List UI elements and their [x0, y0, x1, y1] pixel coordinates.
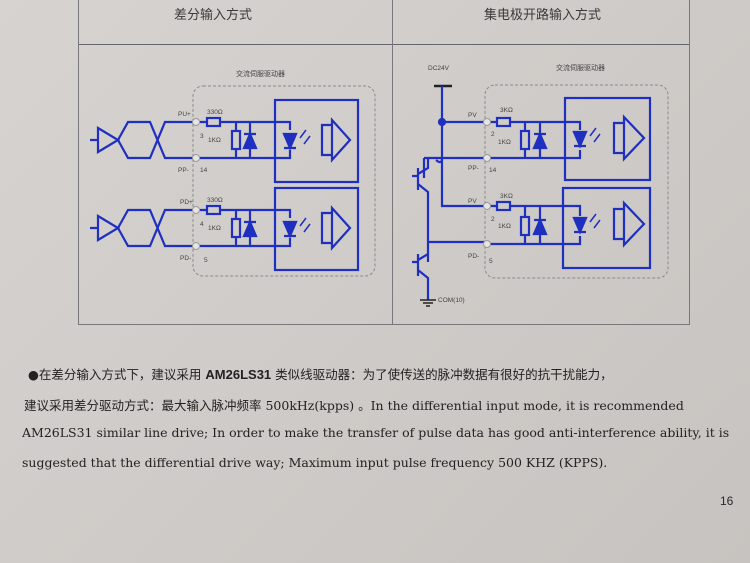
text-segment: 在差分输入方式下，建议采用 — [38, 367, 206, 382]
circuit-table: 差分输入方式 集电极开路输入方式 — [78, 0, 690, 325]
supply-label: DC24V — [428, 65, 450, 72]
text-segment: AM26LS31 — [205, 367, 272, 382]
pin-label: PP- — [178, 167, 189, 174]
line-driver-icon — [90, 208, 195, 248]
driver-dashed-box — [484, 84, 669, 279]
resistor-value: 330Ω — [207, 109, 223, 116]
channel-2 — [90, 186, 360, 272]
resistor-value: 1KΩ — [208, 137, 221, 144]
pin-number: 5 — [489, 258, 493, 265]
pin-number: 2 — [491, 131, 495, 138]
driver-label: 交流伺服驱动器 — [556, 63, 605, 72]
terminal — [483, 154, 491, 162]
com-label: COM(10) — [438, 297, 465, 304]
resistor-value: 1KΩ — [498, 139, 511, 146]
optocoupler-box — [273, 98, 360, 184]
terminal — [483, 202, 491, 210]
optocoupler-box — [563, 96, 652, 182]
resistor-icon — [205, 204, 222, 216]
led-icon — [282, 132, 298, 151]
receiver-icon — [320, 205, 352, 251]
junction-dot — [437, 117, 447, 127]
pin-label: PP- — [468, 165, 479, 172]
terminal — [483, 118, 491, 126]
paragraph-line-2: 建议采用差分驱动方式：最大输入脉冲频率 500kHz(kpps) 。In the… — [24, 398, 684, 413]
left-column-header: 差分输入方式 — [174, 8, 253, 23]
resistor-icon — [495, 200, 512, 212]
resistor-icon — [495, 116, 512, 128]
pin-label: PD+ — [180, 199, 193, 206]
pin-label: PD- — [180, 255, 191, 262]
terminal — [192, 206, 200, 214]
right-column-header: 集电极开路输入方式 — [484, 8, 602, 23]
bullet-icon: ● — [28, 367, 39, 382]
pin-number: 5 — [204, 257, 208, 264]
diode-icon — [242, 131, 258, 150]
led-icon — [572, 130, 588, 149]
header-divider — [79, 44, 689, 45]
pin-number: 14 — [489, 167, 497, 174]
pin-label: PV — [468, 198, 477, 205]
optocoupler-box — [273, 186, 360, 272]
resistor-icon — [205, 116, 222, 128]
diode-icon — [242, 219, 258, 238]
pin-number: 14 — [200, 167, 208, 174]
channel-1 — [90, 98, 360, 184]
text-segment: 类似线驱动器：为了使传送的脉冲数据有很好的抗干扰能力， — [271, 367, 613, 382]
resistor-value: 3KΩ — [500, 107, 513, 114]
optocoupler-box — [561, 186, 652, 270]
page-number: 16 — [720, 494, 734, 508]
paragraph-line-4: suggested that the differential drive wa… — [22, 455, 608, 470]
differential-circuit — [90, 85, 376, 277]
driver-dashed-box — [192, 85, 376, 277]
resistor-value: 3KΩ — [500, 193, 513, 200]
resistor-icon — [519, 129, 531, 151]
receiver-icon — [612, 114, 646, 162]
channel-2 — [490, 186, 652, 270]
diode-icon — [532, 131, 548, 150]
ground-icon — [420, 299, 436, 307]
terminal — [483, 240, 491, 248]
resistor-value: 1KΩ — [208, 225, 221, 232]
resistor-icon — [230, 129, 242, 151]
led-icon — [282, 220, 298, 239]
pin-number: 2 — [491, 216, 495, 223]
line-driver-icon — [90, 120, 195, 160]
terminal — [192, 118, 200, 126]
receiver-icon — [320, 117, 352, 163]
open-collector-circuit — [412, 84, 669, 307]
paragraph-line-1: ●在差分输入方式下，建议采用 AM26LS31 类似线驱动器：为了使传送的脉冲数… — [28, 364, 613, 383]
led-icon — [572, 216, 588, 235]
terminal — [192, 154, 200, 162]
terminal — [192, 242, 200, 250]
pin-label: PV — [468, 112, 477, 119]
channel-1 — [490, 96, 652, 182]
receiver-icon — [612, 200, 646, 248]
column-divider — [392, 0, 393, 324]
paragraph-line-3: AM26LS31 similar line drive; In order to… — [22, 425, 730, 440]
resistor-icon — [519, 215, 531, 237]
pin-number: 3 — [200, 133, 204, 140]
resistor-icon — [230, 217, 242, 239]
driver-label: 交流伺服驱动器 — [236, 69, 285, 78]
pin-label: PU+ — [178, 111, 191, 118]
pin-number: 4 — [200, 221, 204, 228]
pin-label: PD- — [468, 253, 479, 260]
resistor-value: 330Ω — [207, 197, 223, 204]
resistor-value: 1KΩ — [498, 223, 511, 230]
transistor-icon — [412, 156, 485, 300]
diode-icon — [532, 217, 548, 236]
